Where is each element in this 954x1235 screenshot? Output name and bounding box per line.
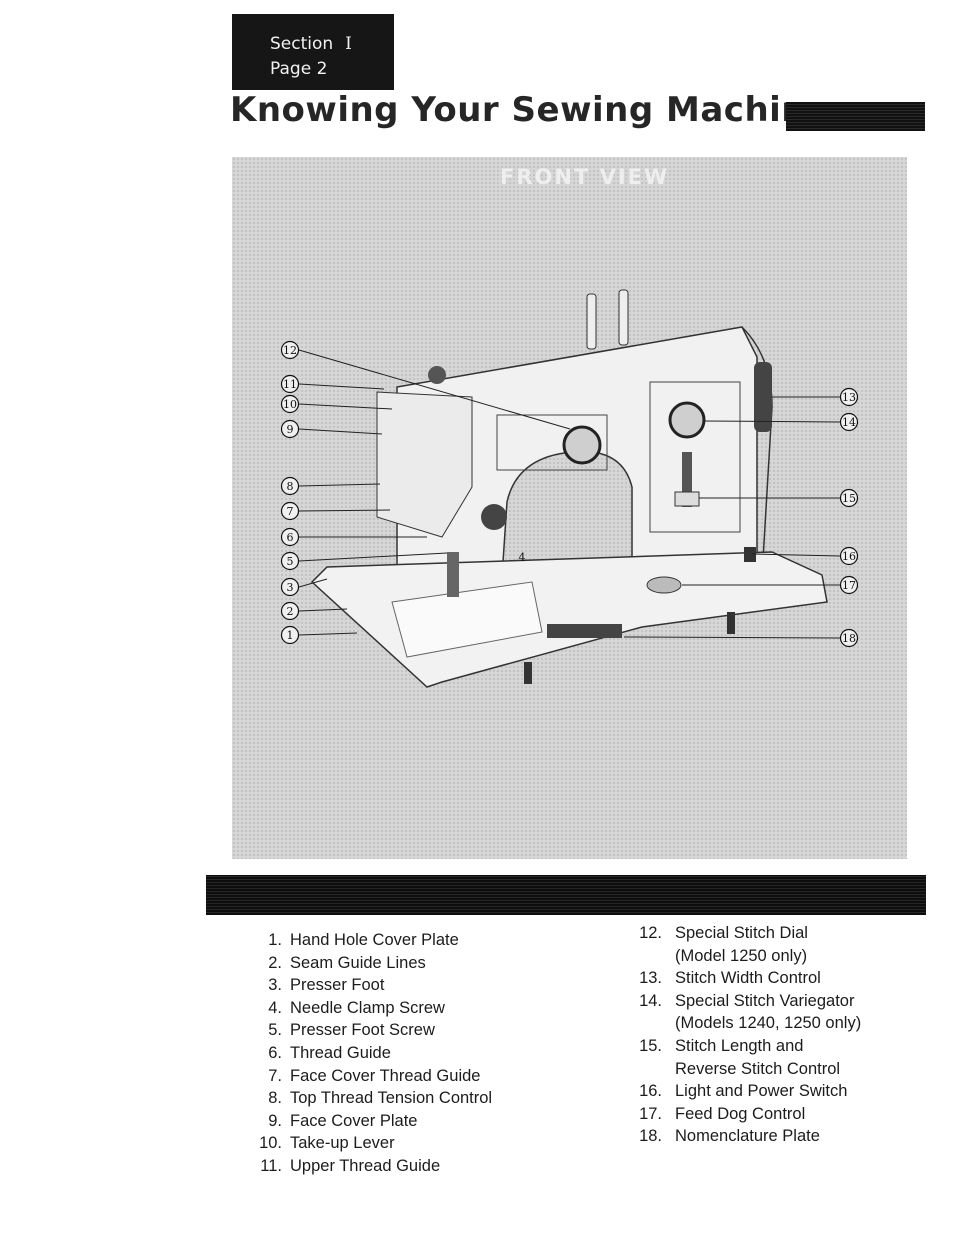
photo-caption: FRONT VIEW (500, 165, 670, 189)
callout-number: 7 (287, 505, 294, 518)
part-item: 8.Top Thread Tension Control (268, 1089, 493, 1108)
part-item: 6.Thread Guide (268, 1043, 391, 1062)
callout-16: 16 (839, 546, 859, 566)
section-line: Section I (270, 32, 394, 57)
callout-number: 3 (287, 581, 294, 594)
hand-hole-cover-plate (391, 581, 543, 658)
part-item: 4.Needle Clamp Screw (268, 998, 445, 1017)
page-title: Knowing Your Sewing Machine (230, 90, 830, 130)
legend-header-band (206, 875, 926, 915)
callout-3: 3 (280, 577, 300, 597)
callout-15: 15 (839, 488, 859, 508)
section-number: I (345, 34, 352, 54)
parts-list-left: 1.Hand Hole Cover Plate 2.Seam Guide Lin… (246, 929, 492, 1178)
part-item: 18.Nomenclature Plate (639, 1127, 820, 1146)
machine-bed (310, 551, 828, 688)
power-switch (744, 547, 756, 562)
callout-10: 10 (280, 394, 300, 414)
sewing-machine-drawing: 4 (298, 289, 841, 688)
handwheel (754, 362, 772, 432)
part-item: 12.Special Stitch Dial (Model 1250 only) (639, 924, 808, 965)
page-line: Page 2 (270, 57, 394, 82)
title-bar-decoration (786, 102, 925, 131)
part-item: 10.Take-up Lever (259, 1134, 395, 1153)
stitch-width-knob (668, 401, 706, 439)
special-stitch-dial (562, 425, 602, 465)
callout-17: 17 (839, 575, 859, 595)
part-item: 7.Face Cover Thread Guide (268, 1066, 481, 1085)
part-item: 16.Light and Power Switch (639, 1082, 848, 1101)
part-item: 14.Special Stitch Variegator (Models 124… (639, 991, 862, 1033)
part-item: 5.Presser Foot Screw (268, 1021, 435, 1040)
callout-14: 14 (839, 412, 859, 432)
callout-5: 5 (280, 551, 300, 571)
callout-number: 9 (287, 423, 294, 436)
callout-number: 16 (842, 550, 856, 563)
callout-8: 8 (280, 476, 300, 496)
callout-number: 13 (842, 391, 856, 404)
callout-number: 18 (842, 632, 856, 645)
callout-13: 13 (839, 387, 859, 407)
section-label: Section (270, 34, 334, 54)
part-item: 17.Feed Dog Control (639, 1104, 806, 1123)
face-cover-plate (376, 391, 473, 538)
sewing-machine-illustration: 4 12 11 10 9 8 7 6 5 3 2 1 13 14 15 16 17 (280, 289, 859, 688)
callout-number: 12 (283, 344, 297, 357)
spool-pin-right (618, 289, 629, 346)
callout-11: 11 (280, 374, 300, 394)
callout-6: 6 (280, 527, 300, 547)
bed-leg-right (727, 612, 735, 634)
stitch-length-slot (682, 452, 692, 507)
callout-9: 9 (280, 419, 300, 439)
presser-foot-assembly (447, 552, 459, 597)
page-number: 2 (316, 59, 328, 79)
part-item: 15.Stitch Length and Reverse Stitch Cont… (639, 1036, 841, 1078)
callout-number: 1 (287, 629, 294, 642)
callout-18: 18 (839, 628, 859, 648)
page-label: Page (270, 59, 312, 79)
callout-1: 1 (280, 625, 300, 645)
callout-2: 2 (280, 601, 300, 621)
section-badge: Section I Page 2 (232, 14, 394, 90)
callout-number: 10 (283, 398, 297, 411)
part-item: 2.Seam Guide Lines (268, 953, 426, 972)
machine-photo: FRONT VIEW 4 (232, 157, 907, 859)
callout-number: 2 (287, 605, 294, 618)
tension-knob (428, 366, 446, 384)
spool-pin-left (586, 293, 597, 350)
nomenclature-plate (547, 624, 622, 638)
bed-leg-left (524, 662, 532, 684)
feed-dog-control (646, 576, 682, 594)
part-item: 13.Stitch Width Control (639, 969, 821, 988)
callout-number: 11 (283, 378, 297, 391)
callout-number: 14 (842, 416, 856, 429)
parts-list-right: 12.Special Stitch Dial (Model 1250 only)… (634, 922, 861, 1148)
body-number: 4 (519, 551, 526, 564)
leader-lines (298, 349, 841, 639)
callout-number: 15 (842, 492, 856, 505)
part-item: 9.Face Cover Plate (268, 1111, 418, 1130)
part-item: 11.Upper Thread Guide (260, 1156, 441, 1175)
callout-number: 17 (842, 579, 856, 592)
callout-number: 5 (287, 555, 294, 568)
callout-7: 7 (280, 501, 300, 521)
callout-12: 12 (280, 340, 300, 360)
callout-number: 8 (287, 480, 294, 493)
thread-guide-wheel (481, 504, 507, 530)
part-item: 1.Hand Hole Cover Plate (268, 931, 459, 949)
callout-number: 6 (287, 531, 294, 544)
front-panel (496, 414, 608, 471)
part-item: 3.Presser Foot (268, 976, 385, 995)
control-panel (649, 381, 741, 533)
stitch-length-lever (674, 491, 700, 507)
